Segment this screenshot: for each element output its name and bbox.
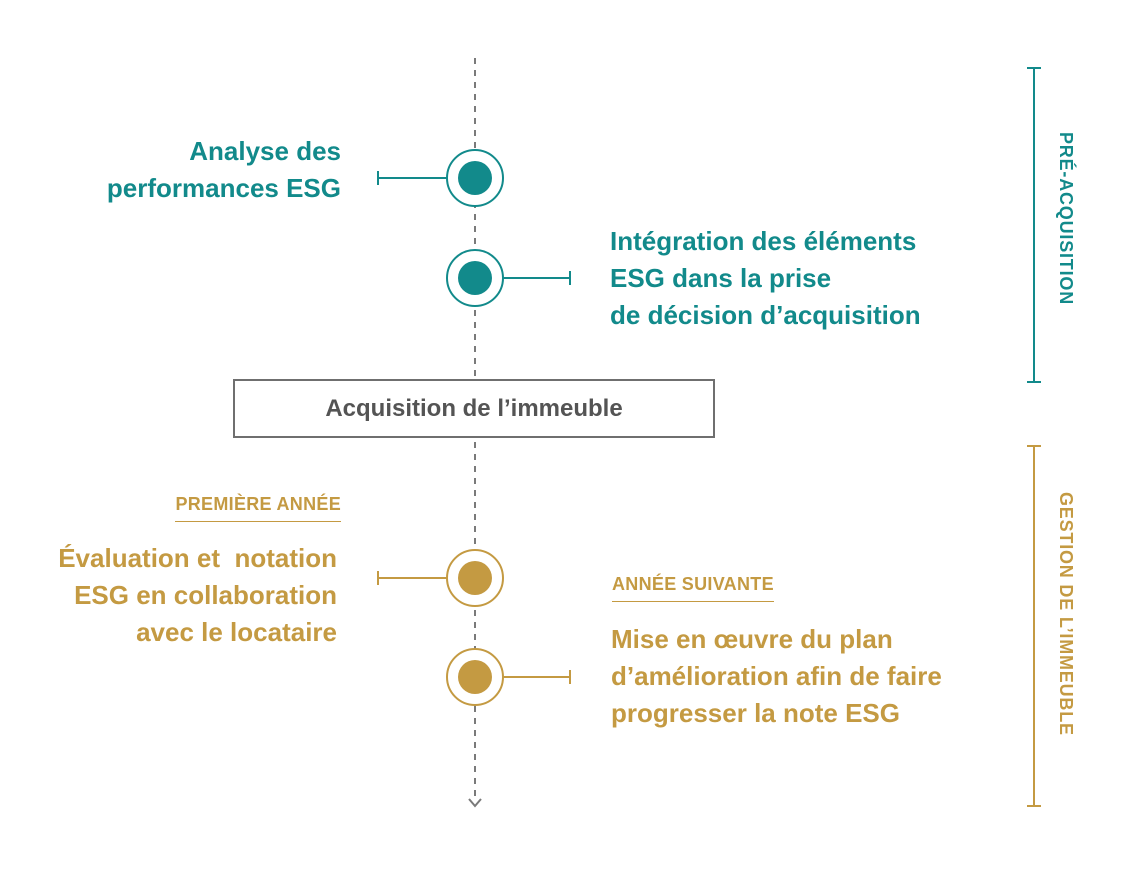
step-analyse-line-2: performances ESG (106, 173, 341, 203)
node-dot-analyse (458, 161, 492, 195)
timeline-arrow-head (468, 798, 482, 808)
tag-annee-suivante: ANNÉE SUIVANTE (612, 574, 774, 602)
tag-premiere-annee: PREMIÈRE ANNÉE (175, 494, 341, 522)
step-evaluation-text: Évaluation et notation ESG en collaborat… (58, 540, 337, 651)
step-evaluation-line-3: avec le locataire (136, 617, 337, 647)
node-dot-mise-en-oeuvre (458, 660, 492, 694)
step-mise-en-oeuvre-line-1: Mise en œuvre du plan (611, 624, 893, 654)
step-integration-line-3: de décision d’acquisition (610, 300, 921, 330)
step-evaluation-line-1: Évaluation et notation (58, 543, 337, 573)
phase-label-gestion: GESTION DE L’IMMEUBLE (1056, 492, 1076, 736)
step-mise-en-oeuvre-line-3: progresser la note ESG (611, 698, 900, 728)
step-mise-en-oeuvre-line-2: d’amélioration afin de faire (611, 661, 942, 691)
node-dot-integration (458, 261, 492, 295)
milestone-acquisition-label: Acquisition de l’immeuble (325, 394, 623, 422)
node-dot-evaluation (458, 561, 492, 595)
step-integration-line-2: ESG dans la prise (610, 263, 832, 293)
step-mise-en-oeuvre-text: Mise en œuvre du plan d’amélioration afi… (611, 621, 942, 732)
step-analyse-text: Analyse des performances ESG (107, 133, 341, 207)
step-evaluation-line-2: ESG en collaboration (74, 580, 337, 610)
step-analyse-line-1: Analyse des (189, 136, 341, 166)
step-integration-line-1: Intégration des éléments (610, 226, 917, 256)
step-integration-text: Intégration des éléments ESG dans la pri… (610, 223, 921, 334)
milestone-acquisition-box: Acquisition de l’immeuble (233, 379, 715, 438)
phase-label-pre-acquisition: PRÉ-ACQUISITION (1056, 132, 1076, 306)
